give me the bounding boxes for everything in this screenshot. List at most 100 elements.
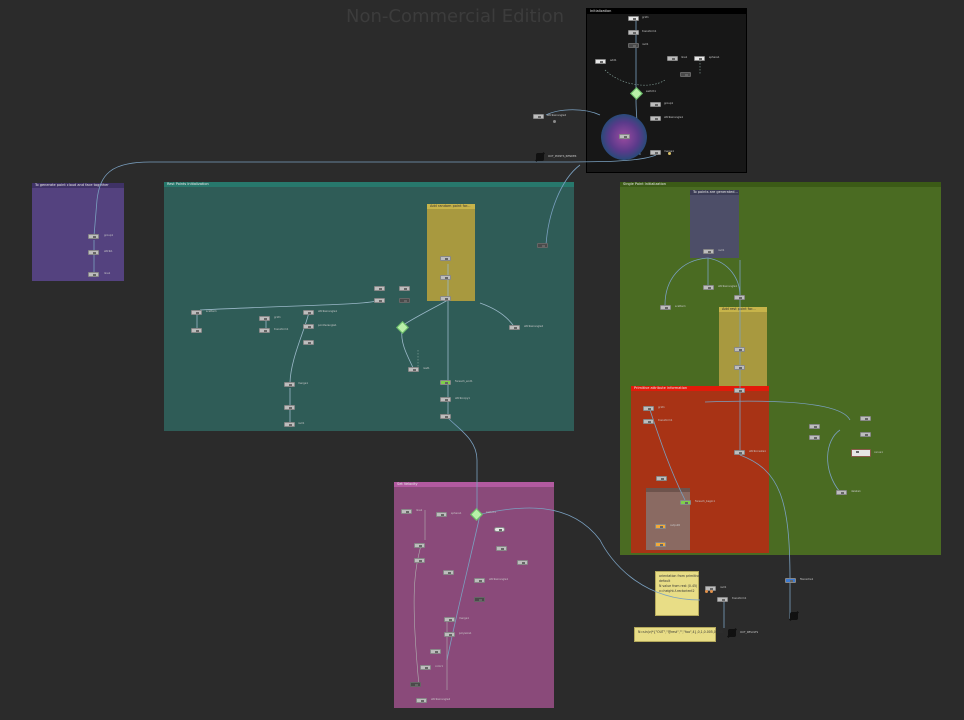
sop-node[interactable]	[440, 414, 451, 419]
network-box-point-cloud[interactable]: To generate point cloud and face togethe…	[32, 183, 124, 281]
sop-node[interactable]	[374, 298, 385, 303]
sop-node[interactable]	[703, 285, 714, 290]
sop-node[interactable]	[734, 347, 745, 352]
sop-node[interactable]	[401, 509, 412, 514]
sop-node[interactable]	[444, 617, 455, 622]
node-label: grid1	[642, 16, 649, 19]
sop-node[interactable]	[785, 578, 796, 583]
sop-node[interactable]	[440, 275, 451, 280]
sop-node[interactable]	[509, 325, 520, 330]
sop-node[interactable]	[628, 43, 639, 48]
node-label: OUT_POINTS_RENDER	[548, 155, 577, 158]
sop-node[interactable]	[628, 30, 639, 35]
sop-node[interactable]	[259, 328, 270, 333]
sop-node[interactable]	[734, 388, 745, 393]
sop-node[interactable]	[284, 405, 295, 410]
sop-node[interactable]	[734, 365, 745, 370]
sticky-note[interactable]: orientation from primitive default N val…	[655, 571, 700, 616]
sop-node[interactable]	[655, 524, 666, 529]
sop-node[interactable]	[440, 256, 451, 261]
sop-node[interactable]	[399, 298, 410, 303]
sop-node[interactable]	[440, 397, 451, 402]
sop-node[interactable]	[595, 59, 606, 64]
sop-node[interactable]	[680, 500, 691, 505]
sop-node[interactable]	[414, 543, 425, 548]
sop-node[interactable]	[694, 56, 705, 61]
sop-node[interactable]	[650, 116, 661, 121]
node-label: rest1	[423, 367, 430, 370]
sop-node[interactable]	[496, 546, 507, 551]
node-label: grid1	[658, 406, 665, 409]
sop-node[interactable]	[851, 449, 871, 457]
sop-node[interactable]	[860, 432, 871, 437]
sop-node[interactable]	[717, 597, 728, 602]
sop-node[interactable]	[420, 665, 431, 670]
sop-node[interactable]	[650, 102, 661, 107]
rop-output-node[interactable]	[727, 628, 737, 638]
sop-node[interactable]	[734, 450, 745, 455]
sop-node[interactable]	[410, 682, 421, 687]
sop-node[interactable]	[660, 305, 671, 310]
sop-node[interactable]	[643, 406, 654, 411]
sop-node[interactable]	[537, 243, 548, 248]
sop-node[interactable]	[628, 16, 639, 21]
sop-node[interactable]	[284, 382, 295, 387]
sop-node[interactable]	[414, 558, 425, 563]
rop-output-node[interactable]	[535, 152, 545, 162]
sop-node[interactable]	[809, 424, 820, 429]
sop-node[interactable]	[374, 286, 385, 291]
sop-node[interactable]	[474, 578, 485, 583]
sop-node[interactable]	[643, 419, 654, 424]
sop-node[interactable]	[191, 328, 202, 333]
node-label: pointwrangle1	[318, 324, 337, 327]
network-box-title: Rest Points Initialization	[167, 182, 209, 186]
sop-node[interactable]	[440, 296, 451, 301]
wire-dot[interactable]	[710, 590, 713, 593]
wire-dot[interactable]	[705, 590, 708, 593]
node-label: attribwrangle1	[489, 578, 509, 581]
sop-node[interactable]	[444, 632, 455, 637]
sop-node[interactable]	[399, 286, 410, 291]
sop-node[interactable]	[667, 56, 678, 61]
network-box-grey-inner[interactable]	[646, 488, 690, 550]
sop-node[interactable]	[408, 367, 419, 372]
sop-node[interactable]	[303, 310, 314, 315]
network-box-velocity[interactable]: Set Velocity	[394, 482, 554, 708]
sop-node[interactable]	[809, 435, 820, 440]
sop-node[interactable]	[440, 380, 451, 385]
network-box-yellow-a[interactable]: Add random point for...	[427, 204, 475, 301]
sop-node[interactable]	[533, 114, 544, 119]
sop-node[interactable]	[191, 310, 202, 315]
sop-node[interactable]	[430, 649, 441, 654]
sop-node[interactable]	[303, 340, 314, 345]
sop-node[interactable]	[734, 295, 745, 300]
sop-node[interactable]	[436, 512, 447, 517]
sop-node[interactable]	[416, 698, 427, 703]
sop-node[interactable]	[259, 316, 270, 321]
sop-node[interactable]	[88, 234, 99, 239]
sop-node[interactable]	[88, 250, 99, 255]
sop-node[interactable]	[517, 560, 528, 565]
sop-node[interactable]	[836, 490, 847, 495]
sop-node[interactable]	[494, 527, 505, 532]
sop-node[interactable]	[303, 324, 314, 329]
sop-node[interactable]	[443, 570, 454, 575]
sop-node[interactable]	[656, 476, 667, 481]
sop-node[interactable]	[474, 597, 485, 602]
wire-dot[interactable]	[668, 152, 671, 155]
sop-node[interactable]	[655, 542, 666, 547]
sop-node[interactable]	[703, 249, 714, 254]
node-label: foreach_begin1	[695, 500, 715, 503]
node-label: merge1	[298, 382, 309, 385]
sop-node[interactable]	[88, 272, 99, 277]
sop-node[interactable]	[860, 416, 871, 421]
sop-node[interactable]	[680, 72, 691, 77]
sop-node[interactable]	[284, 422, 295, 427]
network-box-rest-points[interactable]: Rest Points Initialization	[164, 182, 574, 431]
sop-node[interactable]	[619, 134, 630, 139]
sop-node[interactable]	[650, 150, 661, 155]
wire-dot[interactable]	[553, 120, 556, 123]
rop-output-node[interactable]	[789, 611, 799, 621]
sticky-note[interactable]: N=sin(v)*{"OUT","@rest","","foo",4},0,1,…	[634, 627, 723, 642]
network-box-rest-random[interactable]: To points are generated...	[690, 190, 739, 258]
